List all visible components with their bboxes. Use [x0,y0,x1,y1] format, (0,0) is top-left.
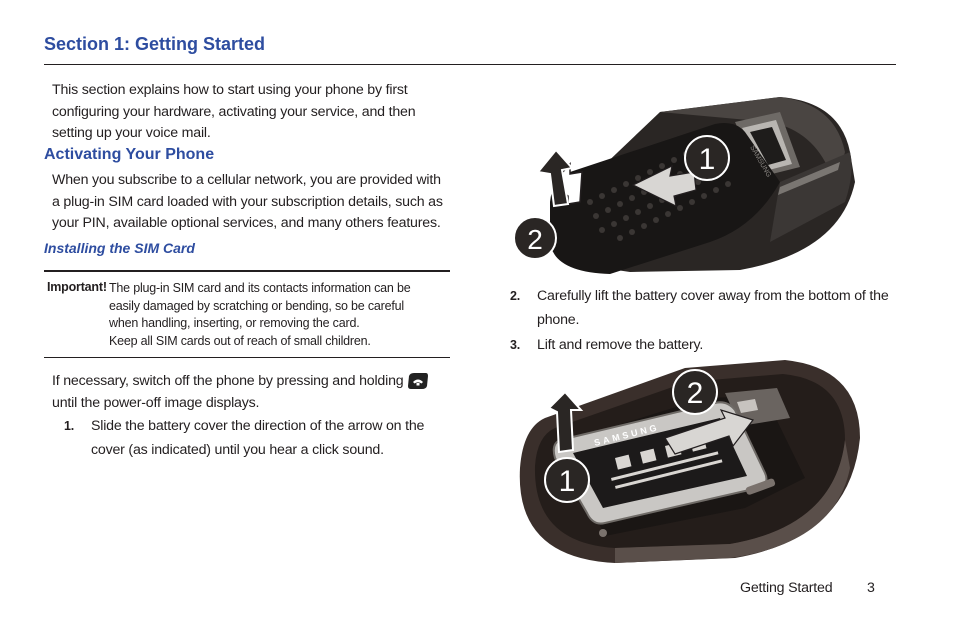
footer-section-label: Getting Started [740,580,833,596]
footer-page-number: 3 [867,580,875,596]
switch-line-2: until the power-off image displays. [52,394,260,411]
note-line: easily damaged by scratching or bending,… [109,298,404,313]
activating-heading: Activating Your Phone [44,146,215,163]
note-line: The plug-in SIM card and its contacts in… [109,281,411,295]
battery-removal-illustration: SAMSUNG 2 1 [519,360,860,563]
sim-heading: Installing the SIM Card [44,240,195,256]
step-number: 1. [64,419,75,433]
step-text: Lift and remove the battery. [537,337,704,353]
switch-off-paragraph: If necessary, switch off the phone by pr… [52,371,452,414]
intro-paragraph: This section explains how to start using… [52,82,416,141]
step-number: 2. [510,289,521,303]
switch-line-1: If necessary, switch off the phone by pr… [52,373,404,389]
step-text: Carefully lift the battery cover away fr… [537,288,889,328]
step-number: 3. [510,338,521,352]
important-label: Important! [47,280,107,294]
end-power-key-icon [407,372,429,390]
note-bottom-rule [44,357,450,358]
activating-paragraph: When you subscribe to a cellular network… [52,172,443,231]
note-line: when handling, inserting, or removing th… [109,316,360,330]
section-title: Section 1: Getting Started [44,34,266,54]
important-note: The plug-in SIM card and its contacts in… [109,280,449,350]
battery-cover-illustration: 1 2 SAMSUNG [513,97,855,274]
callout-1: 1 [699,143,716,176]
title-rule [44,64,896,65]
callout-2: 2 [527,224,543,255]
note-top-rule [44,270,450,272]
callout-2: 2 [687,377,704,410]
step-text: Slide the battery cover the direction of… [91,418,425,458]
note-line: Keep all SIM cards out of reach of small… [109,333,371,348]
callout-1: 1 [559,465,576,498]
